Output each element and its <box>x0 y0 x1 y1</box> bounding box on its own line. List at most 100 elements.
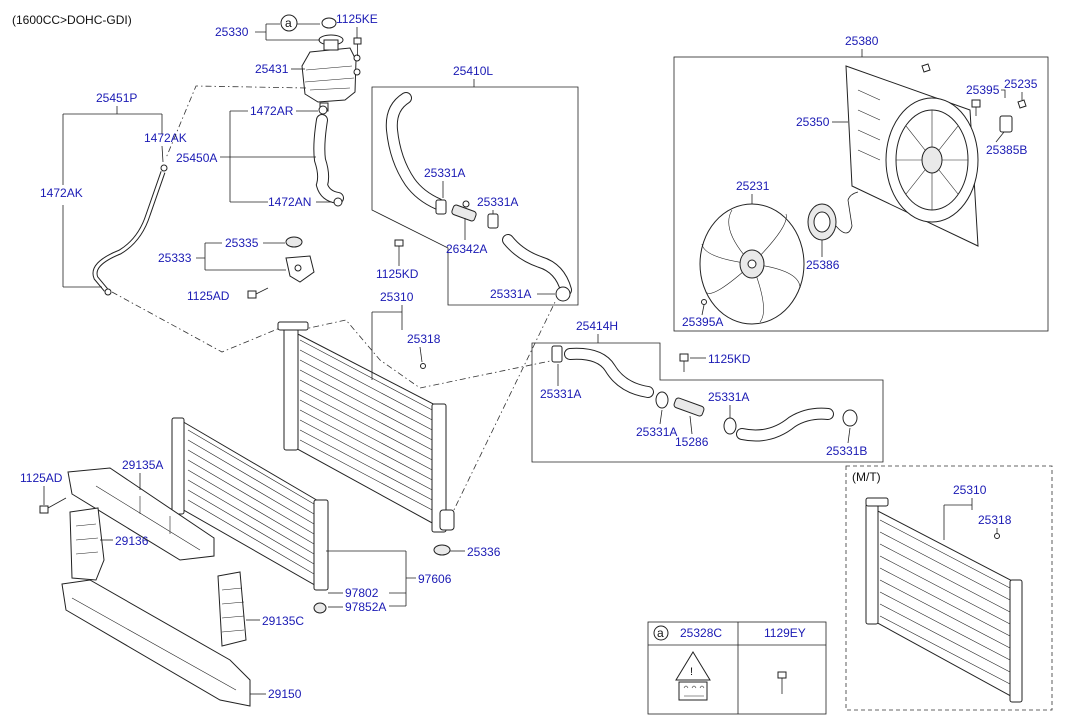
fan-motor-25386 <box>807 191 859 241</box>
clip-25235 <box>1017 99 1027 109</box>
label-25395A: 25395A <box>682 315 723 329</box>
clip-top <box>921 63 931 73</box>
connector-26342A <box>451 200 477 222</box>
routing-line-tank <box>165 85 307 159</box>
label-1125AD-2: 1125AD <box>20 471 63 485</box>
label-25395: 25395 <box>966 83 1000 97</box>
label-1125AD-1: 1125AD <box>187 289 230 303</box>
guard-29136 <box>69 507 105 581</box>
label-25331A-2: 25331A <box>477 195 518 209</box>
guard-29135C <box>217 571 247 647</box>
label-1472AK-side: 1472AK <box>40 186 83 200</box>
label-29135C: 29135C <box>262 614 304 628</box>
label-25333: 25333 <box>158 251 192 265</box>
label-1472AK-top: 1472AK <box>144 131 187 145</box>
label-97802: 97802 <box>345 586 379 600</box>
hose-25451P <box>92 164 168 296</box>
grommet-25336 <box>433 544 451 556</box>
mt-note: (M/T) <box>852 470 881 484</box>
routing-line-overflow <box>111 291 281 353</box>
label-25331A-6: 25331A <box>636 425 677 439</box>
label-29136: 29136 <box>115 534 149 548</box>
reservoir-tank <box>301 34 361 112</box>
legend-col-1129EY: 1129EY <box>764 626 806 640</box>
hose-lower-25414H <box>564 347 834 442</box>
cap-a <box>321 17 337 29</box>
bolt-1125KD-a <box>394 239 404 256</box>
bolt-25395 <box>971 99 981 116</box>
label-25431: 25431 <box>255 62 289 76</box>
callout-a-circle <box>280 14 298 32</box>
routing-line-upper <box>299 319 556 389</box>
label-15286: 15286 <box>675 435 709 449</box>
legend-callout-a: a <box>657 626 664 640</box>
clamp-25331A-b <box>487 213 499 229</box>
bolt-1125KD-b <box>679 353 689 372</box>
label-29135A: 29135A <box>122 458 163 472</box>
label-1125KD-1: 1125KD <box>376 267 419 281</box>
radiator-mt-25310 <box>865 497 1023 703</box>
label-29150: 29150 <box>268 687 302 701</box>
label-25231: 25231 <box>736 179 770 193</box>
routing-line-lower <box>449 299 557 519</box>
bolt-1125AD-a <box>247 287 269 299</box>
callout-a: a <box>285 16 292 30</box>
label-25385B: 25385B <box>986 143 1027 157</box>
clamp-25331A-c <box>555 286 571 302</box>
svg-text:!: ! <box>690 666 693 678</box>
label-25331A-4: 25331A <box>540 387 581 401</box>
label-25335: 25335 <box>225 236 259 250</box>
mt-label-25310: 25310 <box>953 483 987 497</box>
label-97606: 97606 <box>418 572 452 586</box>
legend-col-25328C: 25328C <box>680 626 722 640</box>
clamp-25331A-a <box>435 199 447 215</box>
fan-shroud-25350 <box>845 65 979 247</box>
label-97852A: 97852A <box>345 600 386 614</box>
label-25318: 25318 <box>407 332 441 346</box>
box-25380 <box>673 56 1049 332</box>
mt-variant-box <box>845 465 1053 711</box>
connector-25385B <box>999 115 1013 133</box>
hose-25450A <box>313 105 344 207</box>
label-25451P: 25451P <box>96 91 137 105</box>
label-25331A-5: 25331A <box>708 390 749 404</box>
box-25410L <box>371 86 579 306</box>
label-26342A: 26342A <box>446 242 487 256</box>
clamp-25331A-e <box>655 391 669 409</box>
label-25380: 25380 <box>845 34 879 48</box>
radiator-25310 <box>277 321 455 533</box>
bolt-1125AD-b <box>39 497 67 514</box>
box-25414H <box>531 342 884 463</box>
engine-note: (1600CC>DOHC-GDI) <box>12 13 132 27</box>
carrier-29150 <box>61 579 251 707</box>
label-25450A: 25450A <box>176 151 217 165</box>
label-25410L: 25410L <box>453 64 493 78</box>
label-25331A-1: 25331A <box>424 166 465 180</box>
label-25331B: 25331B <box>826 444 867 458</box>
clamp-25331B <box>842 409 858 427</box>
bolt-1129EY-icon <box>777 671 787 694</box>
mt-label-25318: 25318 <box>978 513 1012 527</box>
hot-coolant-icon <box>678 681 708 701</box>
screw-25395A <box>701 299 707 305</box>
label-25331A-3: 25331A <box>490 287 531 301</box>
label-25350: 25350 <box>796 115 830 129</box>
label-25235: 25235 <box>1004 77 1038 91</box>
air-guard-29135A <box>67 467 215 561</box>
mount-25335 <box>285 236 315 283</box>
label-25414H: 25414H <box>576 319 618 333</box>
drain-plug-25318 <box>420 363 426 369</box>
connector-15286 <box>673 397 705 417</box>
fan-blade-25231 <box>699 203 805 325</box>
label-25310: 25310 <box>380 290 414 304</box>
legend-table: a 25328C 1129EY ! <box>647 621 827 715</box>
warning-label-icon <box>675 651 711 681</box>
clamp-25331A-f <box>723 417 737 435</box>
label-1125KD-2: 1125KD <box>708 352 751 366</box>
label-25330: 25330 <box>215 25 249 39</box>
bolt-1125KE <box>353 37 362 56</box>
label-25336: 25336 <box>467 545 501 559</box>
label-1472AR: 1472AR <box>250 104 294 118</box>
